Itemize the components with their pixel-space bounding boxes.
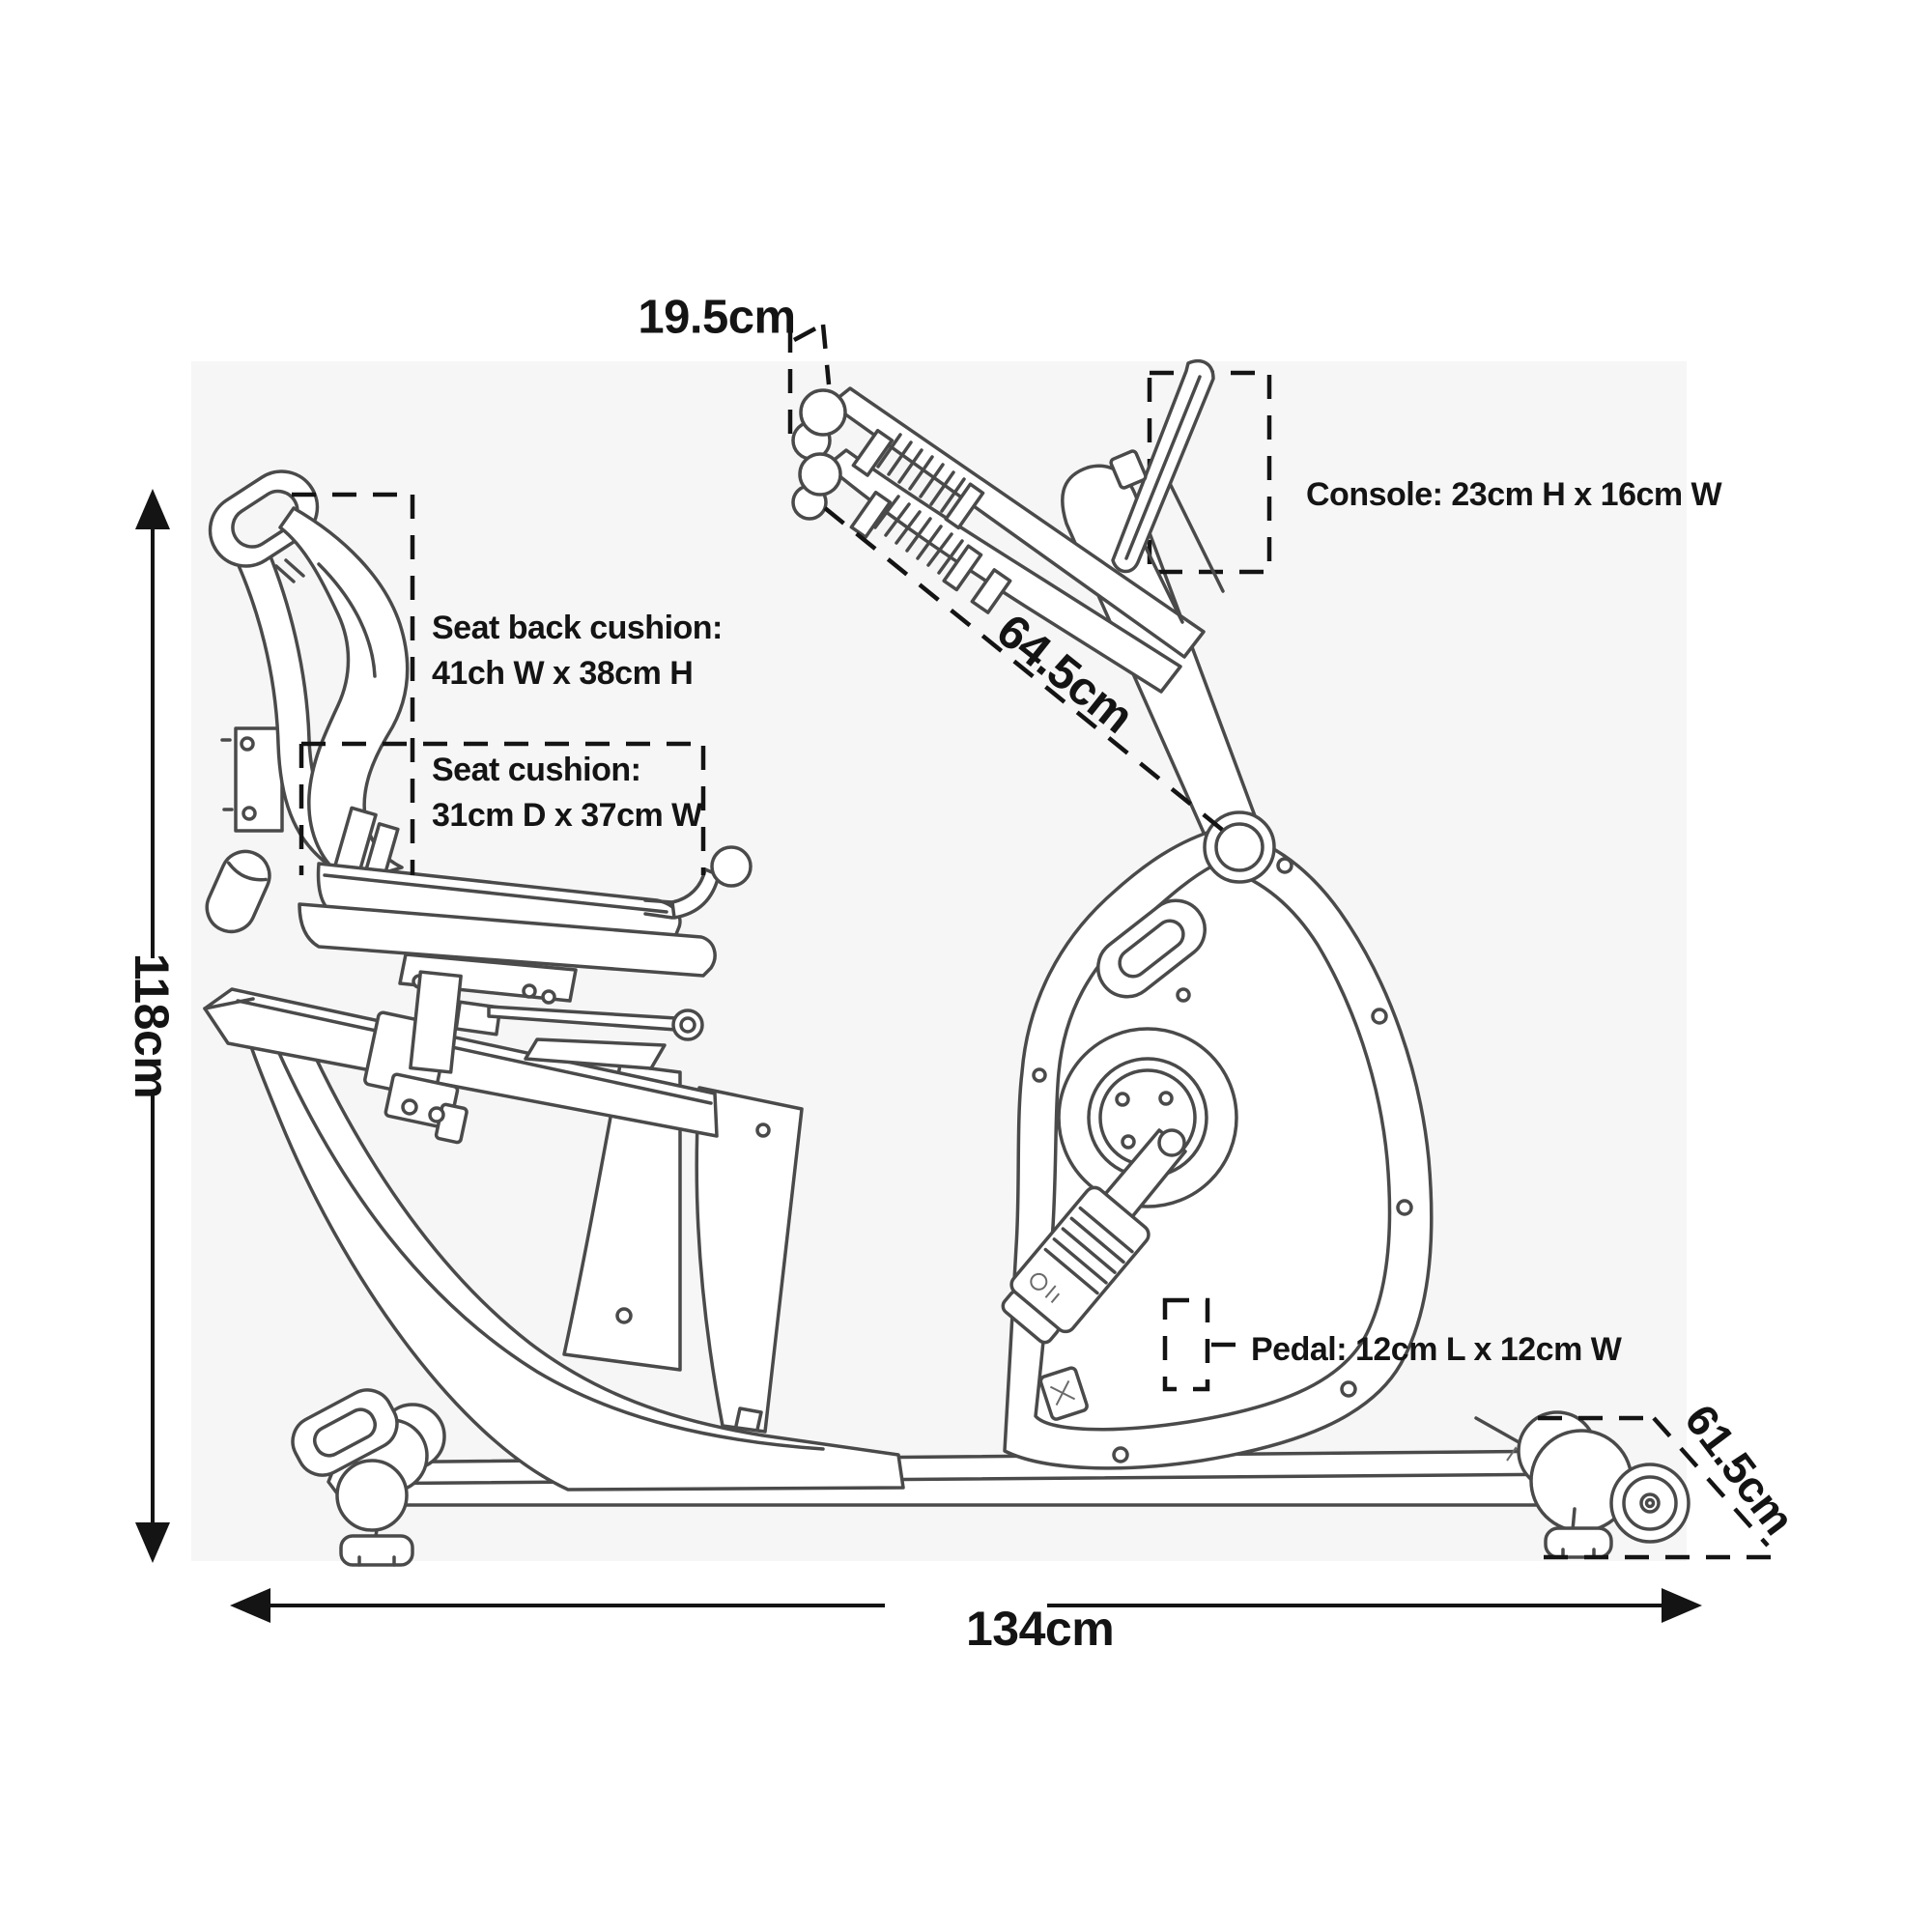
- pedal-dimension-label: Pedal: 12cm L x 12cm W: [1251, 1331, 1622, 1368]
- arrow-right-icon: [1662, 1588, 1702, 1623]
- seat-back-label-line2: 41ch W x 38cm H: [432, 655, 694, 692]
- handlebars: [791, 386, 1206, 694]
- headrest-handle: [208, 469, 320, 568]
- seat-adjustment-lever: [487, 1005, 704, 1070]
- pedal: [1001, 1185, 1151, 1421]
- seat-base-board: [298, 902, 717, 978]
- seat-assembly: [205, 469, 753, 1074]
- seat-slider-rail: [203, 987, 719, 1145]
- carry-handle: [1096, 898, 1207, 999]
- dimension-annotations: [292, 324, 1779, 1560]
- depth-dashed-lines: [1538, 1415, 1779, 1560]
- length-dimension-label: 134cm: [966, 1602, 1115, 1656]
- console-button: [1109, 449, 1148, 490]
- seat-cushion-dashed-box: [298, 741, 706, 875]
- rear-stabilizer-foot: [1474, 1410, 1690, 1559]
- main-body-shroud: [1003, 810, 1434, 1470]
- height-dimension-line: [135, 489, 170, 1563]
- grab-handle-left: [205, 849, 271, 934]
- console-dimension-label: Console: 23cm H x 16cm W: [1306, 476, 1722, 513]
- pedal-logo: [1030, 1272, 1048, 1291]
- pedal-reflector: [1038, 1366, 1089, 1421]
- seat-back-dashed-box: [292, 492, 415, 875]
- seat-cushion-label-line2: 31cm D x 37cm W: [432, 797, 702, 834]
- front-stabilizer-foot: [291, 1388, 446, 1567]
- rail-length-dashed-line: [823, 506, 1233, 838]
- height-dimension-label: 118cm: [125, 952, 179, 1099]
- handlebar-ball-end: [798, 452, 842, 497]
- handlebar-width-dashed-lines: [787, 324, 832, 437]
- handlebar-ball-end: [799, 388, 847, 437]
- arrow-up-icon: [135, 489, 170, 529]
- arrow-left-icon: [230, 1588, 270, 1623]
- pedal-dashed-box: [1162, 1297, 1210, 1392]
- rear-support-leg: [695, 1086, 804, 1434]
- console: [1109, 358, 1272, 624]
- length-dimension-line: [230, 1588, 1702, 1623]
- seat-swivel-mechanism: [398, 952, 578, 1074]
- seat-back-label-line1: Seat back cushion:: [432, 610, 723, 646]
- transport-wheel: [1609, 1463, 1690, 1544]
- handlebar-width-label: 19.5cm: [638, 291, 796, 344]
- arrow-down-icon: [135, 1522, 170, 1563]
- grab-handle-right: [643, 845, 753, 920]
- seat-cushion-label-line1: Seat cushion:: [432, 752, 641, 788]
